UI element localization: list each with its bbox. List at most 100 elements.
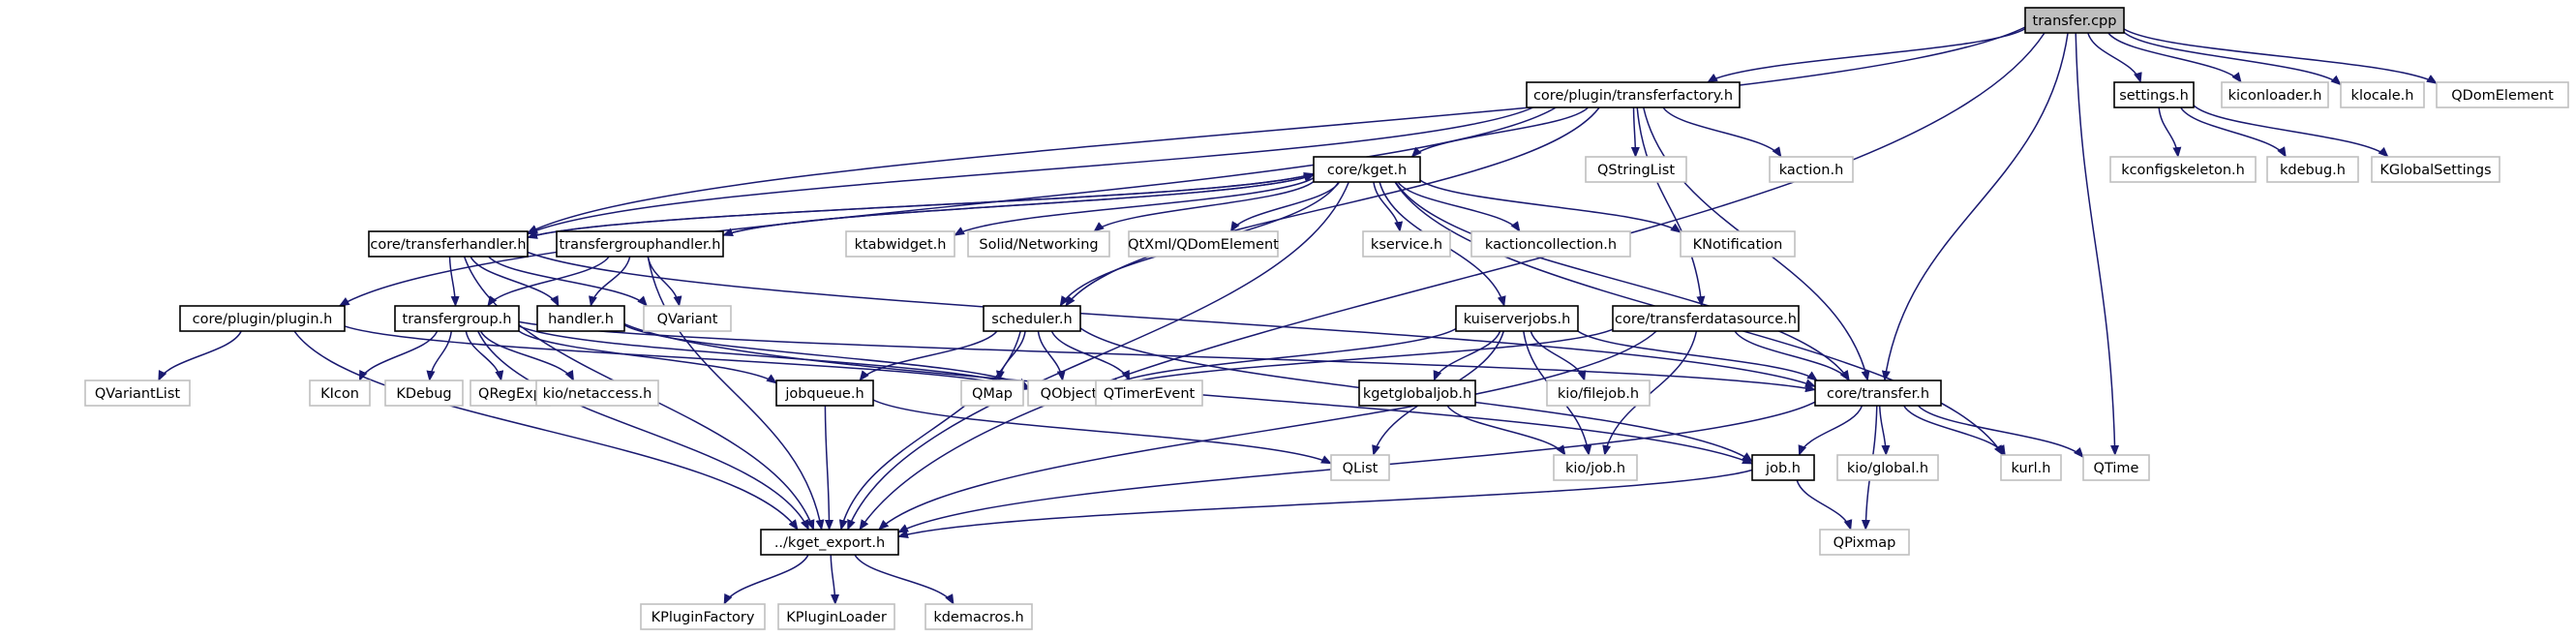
node-box: [2340, 81, 2425, 108]
edge-jobqueue-to-qlist: [872, 399, 1332, 465]
edge-kget-to-ktabwidget: [954, 177, 1315, 236]
node-box: [1751, 454, 1815, 481]
node-kget_export[interactable]: ../kget_export.h: [760, 529, 899, 556]
node-label: QDomElement: [2451, 88, 2554, 104]
node-job[interactable]: job.h: [1751, 454, 1815, 481]
node-plugin[interactable]: core/plugin/plugin.h: [179, 305, 346, 332]
node-jobqueue[interactable]: jobqueue.h: [775, 380, 874, 407]
node-tfact[interactable]: core/plugin/transferfactory.h: [1526, 81, 1741, 108]
edge-scheduler-to-qobject: [1037, 330, 1066, 381]
edge-kget_export-to-kdemacros: [854, 554, 955, 605]
node-settings[interactable]: settings.h: [2113, 81, 2195, 108]
edge-scheduler-to-kget_export: [838, 330, 1021, 531]
edge-tfact-to-kget: [1410, 106, 1590, 158]
node-qtimerevent: QTimerEvent: [1095, 380, 1203, 407]
node-handler[interactable]: handler.h: [536, 305, 625, 332]
edge-transfergroup-to-kicon: [358, 330, 439, 381]
node-transfergroup[interactable]: transfergroup.h: [394, 305, 520, 332]
node-qlist: QList: [1330, 454, 1390, 481]
node-box: [368, 230, 529, 258]
node-qvariant: QVariant: [643, 305, 732, 332]
node-box: [1769, 156, 1854, 183]
node-label: kservice.h: [1371, 237, 1442, 253]
edge-root-to-kiconloader: [2107, 32, 2242, 83]
node-box: [1819, 529, 1910, 556]
edge-kget-to-kservice: [1373, 181, 1404, 232]
node-label: QTimerEvent: [1104, 386, 1196, 402]
node-coretransfer[interactable]: core/transfer.h: [1814, 380, 1942, 407]
node-label: transfer.cpp: [2033, 14, 2117, 29]
node-label: kuiserverjobs.h: [1464, 312, 1571, 327]
node-label: KPluginLoader: [786, 610, 887, 625]
node-tdatasource[interactable]: core/transferdatasource.h: [1612, 305, 1800, 332]
edge-tdatasource-to-coretransfer: [1734, 330, 1850, 381]
edge-transfergroup-to-qregexp: [465, 330, 504, 381]
node-label: core/plugin/plugin.h: [193, 312, 333, 327]
edge-transfergroup-to-coretransfer: [518, 320, 1816, 393]
node-tghandler[interactable]: transfergrouphandler.h: [556, 230, 724, 258]
node-kget[interactable]: core/kget.h: [1313, 156, 1421, 183]
node-kdemacros: kdemacros.h: [924, 603, 1033, 630]
node-qmap: QMap: [960, 380, 1024, 407]
edge-job-to-qpixmap: [1796, 479, 1853, 531]
node-knotification: KNotification: [1680, 230, 1796, 258]
edge-transferhandler-to-qvariant: [488, 256, 648, 307]
node-box: [1585, 156, 1687, 183]
node-transferhandler[interactable]: core/transferhandler.h: [368, 230, 529, 258]
edge-plugin-to-qvariantlist: [158, 330, 242, 381]
edge-plugin-to-qobject: [344, 325, 1029, 391]
edge-kuiserverjobs-to-qobject: [1108, 327, 1457, 387]
edge-root-to-qdomelement: [2123, 28, 2438, 84]
node-kaction: kaction.h: [1769, 156, 1854, 183]
node-scheduler[interactable]: scheduler.h: [983, 305, 1081, 332]
edge-coretransfer-to-qtime: [1917, 405, 2084, 459]
node-label: kio/job.h: [1565, 461, 1625, 476]
node-label: transfergroup.h: [403, 312, 512, 327]
node-label: core/transferdatasource.h: [1615, 312, 1797, 327]
node-box: [1362, 230, 1451, 258]
node-box: [84, 380, 191, 407]
node-label: core/transfer.h: [1827, 386, 1929, 402]
node-label: QRegExp: [478, 386, 542, 402]
edge-tfact-to-tdatasource: [1636, 106, 1706, 307]
edge-job-to-kget_export: [897, 469, 1753, 539]
node-label: handler.h: [548, 312, 614, 327]
node-kicon: KIcon: [309, 380, 371, 407]
node-box: [2113, 81, 2195, 108]
node-kdebug_h: kdebug.h: [2266, 156, 2359, 183]
edge-transfergroup-to-kdebug: [426, 330, 453, 381]
node-label: scheduler.h: [991, 312, 1072, 327]
edge-root-to-tfact: [1707, 27, 2026, 83]
node-label: KGlobalSettings: [2379, 163, 2491, 178]
node-label: QVariantList: [95, 386, 181, 402]
node-box: [1526, 81, 1741, 108]
edge-settings-to-kdebug_h: [2180, 106, 2287, 158]
edge-settings-to-kglobalsettings: [2193, 105, 2389, 158]
node-box: [2221, 81, 2329, 108]
node-label: core/plugin/transferfactory.h: [1533, 88, 1733, 104]
node-box: [640, 603, 766, 630]
node-qvariantlist: QVariantList: [84, 380, 191, 407]
node-qdomelement: QDomElement: [2436, 81, 2569, 108]
edge-tghandler-to-kget: [722, 173, 1315, 236]
node-root[interactable]: transfer.cpp: [2024, 7, 2125, 34]
node-label: kaction.h: [1779, 163, 1844, 178]
edge-coretransfer-to-kurl: [1903, 405, 2006, 456]
edges-layer: [158, 26, 2438, 605]
node-box: [1546, 380, 1651, 407]
edge-kuiserverjobs-to-kiofilejob: [1530, 330, 1587, 381]
edge-root-to-qtime: [2075, 32, 2120, 456]
node-label: kio/filejob.h: [1558, 386, 1639, 402]
node-label: QTime: [2094, 461, 2139, 476]
node-label: Solid/Networking: [979, 237, 1098, 253]
node-box: [2436, 81, 2569, 108]
node-kuiserverjobs[interactable]: kuiserverjobs.h: [1455, 305, 1579, 332]
node-box: [983, 305, 1081, 332]
node-box: [2000, 454, 2062, 481]
edge-tfact-to-kaction: [1662, 106, 1782, 158]
node-kgetglobaljob[interactable]: kgetglobaljob.h: [1358, 380, 1476, 407]
node-label: settings.h: [2119, 88, 2189, 104]
edge-scheduler-to-jobqueue: [859, 330, 998, 381]
node-kiconloader: kiconloader.h: [2221, 81, 2329, 108]
